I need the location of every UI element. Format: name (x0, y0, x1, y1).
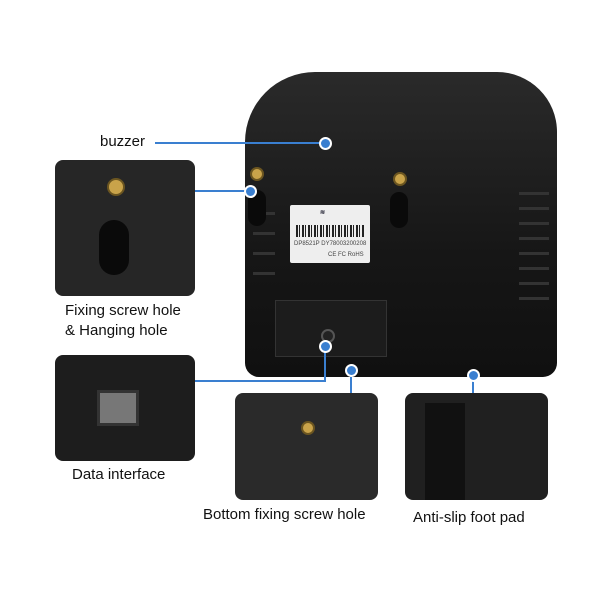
inset-fixing-hole (55, 160, 195, 296)
hanging-hole (99, 220, 129, 275)
ridge (519, 252, 549, 255)
screw-hole (393, 172, 407, 186)
ridge (519, 207, 549, 210)
buzzer-label: buzzer (100, 133, 146, 150)
leader-line (195, 380, 326, 382)
leader-line (195, 190, 250, 192)
inset-bottom-screw (235, 393, 378, 500)
leader-line (350, 370, 352, 393)
ridge (519, 297, 549, 300)
hanging-hole-label: & Hanging hole (65, 322, 168, 339)
callout-dot (319, 137, 332, 150)
leader-line (324, 345, 326, 381)
foot-pad-label: Anti-slip foot pad (413, 509, 525, 526)
screw-hole (250, 167, 264, 181)
inset-data-interface (55, 355, 195, 461)
foot-pad (425, 403, 465, 500)
leader-line (472, 375, 474, 393)
ridge (519, 222, 549, 225)
screw-hole (107, 178, 125, 196)
callout-dot (345, 364, 358, 377)
ridge (519, 192, 549, 195)
ridge (519, 267, 549, 270)
hanging-hole (248, 190, 266, 226)
inset-foot-pad (405, 393, 548, 500)
barcode (296, 225, 364, 237)
fixing-hole-label: Fixing screw hole (65, 302, 181, 319)
callout-dot (244, 185, 257, 198)
screw-hole (301, 421, 315, 435)
ridge (253, 252, 275, 255)
bottom-screw-label: Bottom fixing screw hole (203, 506, 366, 523)
model-text: DP8521P DY78003200208 (294, 241, 367, 247)
cert-text: CE FC RoHS (328, 252, 364, 258)
brand-logo: ≋ (320, 210, 326, 216)
callout-dot (467, 369, 480, 382)
ridge (519, 282, 549, 285)
leader-line (155, 142, 325, 144)
ridge (519, 237, 549, 240)
rj-port-icon (97, 390, 139, 426)
ridge (253, 272, 275, 275)
ridge (253, 232, 275, 235)
data-interface-label: Data interface (72, 466, 166, 483)
callout-dot (319, 340, 332, 353)
hanging-hole (390, 192, 408, 228)
device-label: ≋ DP8521P DY78003200208 CE FC RoHS (290, 205, 370, 263)
